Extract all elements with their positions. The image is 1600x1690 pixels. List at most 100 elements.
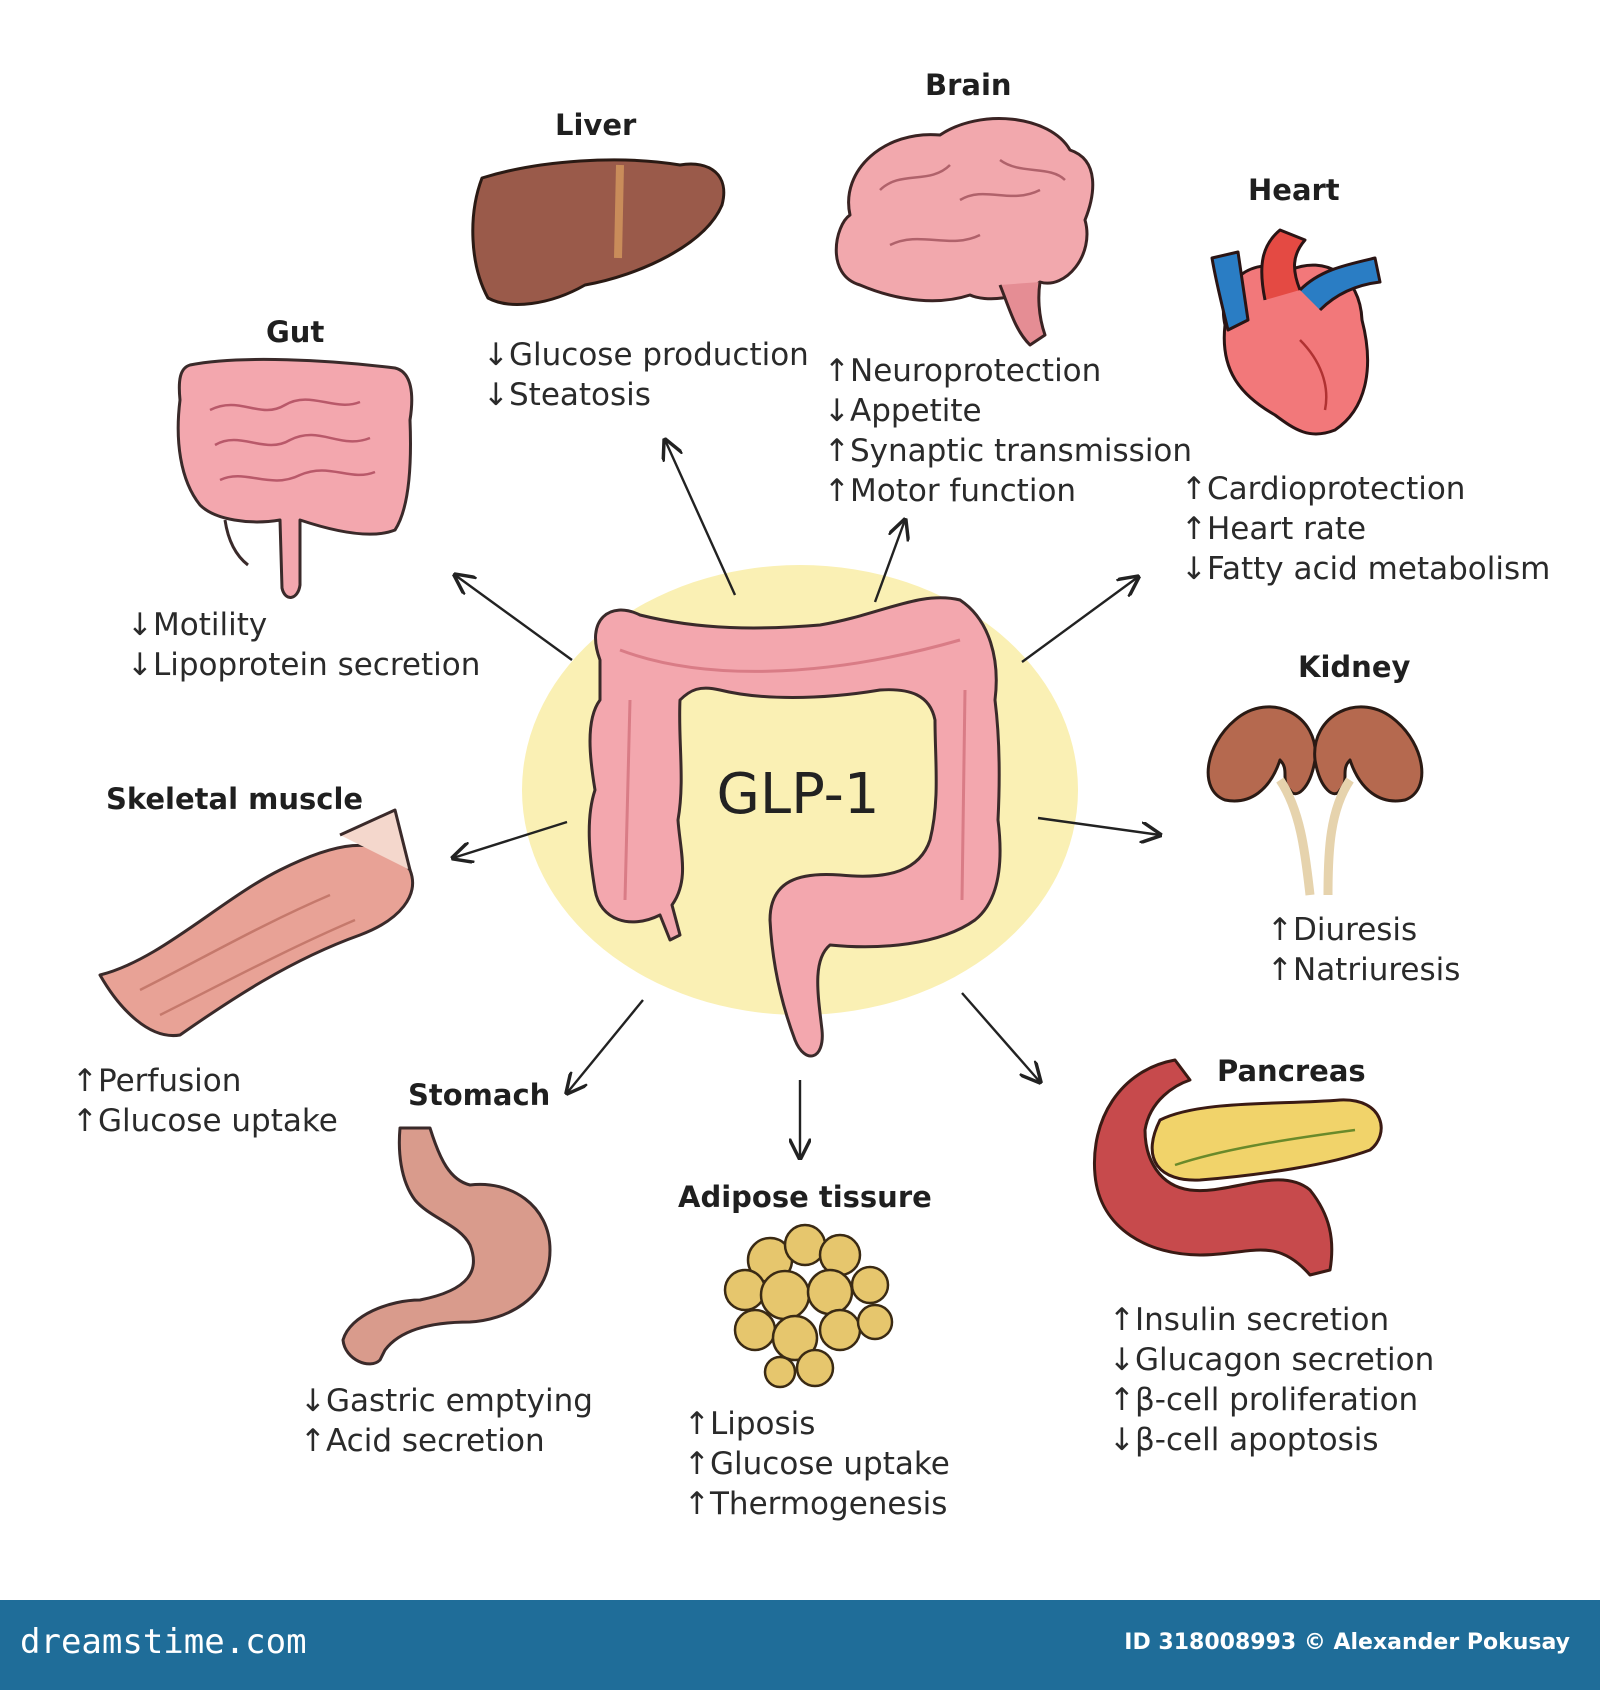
effect-text: Perfusion	[98, 1063, 242, 1099]
effect-direction-icon: ↓	[483, 377, 509, 413]
effect-direction-icon: ↑	[1109, 1302, 1135, 1338]
effect-text: Insulin secretion	[1135, 1302, 1390, 1338]
arrow-to-brain	[873, 520, 905, 603]
effect-text: Motor function	[850, 473, 1077, 509]
effect-text: Thermogenesis	[710, 1486, 948, 1522]
gut-icon	[176, 357, 414, 599]
effect-direction-icon: ↑	[1267, 912, 1293, 948]
effect-direction-icon: ↑	[824, 353, 850, 389]
brain-effects: ↑Neuroprotection ↓Appetite ↑Synaptic tra…	[824, 351, 1192, 511]
brain-label: Brain	[925, 68, 1012, 102]
liver-label: Liver	[555, 108, 637, 142]
gut-effects: ↓Motility ↓Lipoprotein secretion	[127, 605, 480, 685]
effect-text: Liposis	[710, 1406, 816, 1442]
effect-direction-icon: ↓	[1181, 551, 1207, 587]
effect-text: Appetite	[850, 393, 982, 429]
effect-row: ↑Glucose uptake	[72, 1101, 338, 1141]
stomach-effects: ↓Gastric emptying ↑Acid secretion	[300, 1381, 593, 1461]
effect-direction-icon: ↓	[127, 647, 153, 683]
effect-row: ↓Lipoprotein secretion	[127, 645, 480, 685]
effect-row: ↓Gastric emptying	[300, 1381, 593, 1421]
arrow-to-gut	[455, 575, 573, 661]
effect-text: Synaptic transmission	[850, 433, 1193, 469]
effect-direction-icon: ↑	[1109, 1382, 1135, 1418]
effect-direction-icon: ↓	[824, 393, 850, 429]
muscle-effects: ↑Perfusion ↑Glucose uptake	[72, 1061, 338, 1141]
gut-label: Gut	[266, 315, 325, 349]
effect-row: ↑Synaptic transmission	[824, 431, 1192, 471]
effect-text: Fatty acid metabolism	[1207, 551, 1551, 587]
effect-row: ↑Neuroprotection	[824, 351, 1192, 391]
effect-direction-icon: ↑	[684, 1446, 710, 1482]
arrow-to-heart	[1021, 577, 1138, 663]
effect-row: ↑Natriuresis	[1267, 950, 1460, 990]
brain-icon	[834, 117, 1095, 347]
effect-text: Cardioprotection	[1207, 471, 1466, 507]
effect-direction-icon: ↑	[824, 473, 850, 509]
arrow-to-stomach	[567, 999, 644, 1093]
effect-text: Gastric emptying	[326, 1383, 593, 1419]
kidney-label: Kidney	[1298, 650, 1411, 684]
brand-watermark[interactable]: dreamstime.com	[20, 1622, 307, 1662]
arrow-to-muscle	[453, 820, 568, 858]
effect-text: β-cell apoptosis	[1135, 1422, 1379, 1458]
effect-row: ↑Liposis	[684, 1404, 950, 1444]
effect-row: ↑Motor function	[824, 471, 1192, 511]
effect-direction-icon: ↓	[483, 337, 509, 373]
effect-row: ↑Diuresis	[1267, 910, 1460, 950]
effect-direction-icon: ↑	[684, 1406, 710, 1442]
adipose-label: Adipose tissure	[678, 1180, 932, 1214]
effect-text: Diuresis	[1293, 912, 1418, 948]
arrow-to-pancreas	[961, 992, 1040, 1082]
heart-effects: ↑Cardioprotection ↑Heart rate ↓Fatty aci…	[1181, 469, 1550, 589]
effect-text: β-cell proliferation	[1135, 1382, 1419, 1418]
colon-icon	[587, 596, 1002, 1058]
stomach-icon	[341, 1126, 552, 1366]
effect-row: ↓Glucagon secretion	[1109, 1340, 1434, 1380]
effect-row: ↓β-cell apoptosis	[1109, 1420, 1434, 1460]
effect-text: Lipoprotein secretion	[153, 647, 481, 683]
liver-icon	[471, 158, 726, 306]
image-credit: ID 318008993 © Alexander Pokusay	[1124, 1630, 1570, 1655]
effect-text: Glucagon secretion	[1135, 1342, 1435, 1378]
heart-label: Heart	[1248, 173, 1340, 207]
effect-direction-icon: ↑	[72, 1063, 98, 1099]
pancreas-effects: ↑Insulin secretion ↓Glucagon secretion ↑…	[1109, 1300, 1434, 1460]
effect-row: ↑Glucose uptake	[684, 1444, 950, 1484]
effect-row: ↓Motility	[127, 605, 480, 645]
effect-direction-icon: ↑	[824, 433, 850, 469]
arrow-to-liver	[665, 440, 737, 596]
effect-row: ↑Thermogenesis	[684, 1484, 950, 1524]
adipose-icon	[723, 1223, 894, 1389]
effect-row: ↑Insulin secretion	[1109, 1300, 1434, 1340]
effect-row: ↑Cardioprotection	[1181, 469, 1550, 509]
effect-direction-icon: ↑	[72, 1103, 98, 1139]
pancreas-icon	[1092, 1058, 1383, 1277]
effect-text: Neuroprotection	[850, 353, 1102, 389]
stomach-label: Stomach	[408, 1078, 551, 1112]
effect-row: ↑Acid secretion	[300, 1421, 593, 1461]
footer-bar: dreamstime.com ID 318008993 © Alexander …	[0, 1600, 1600, 1690]
effect-text: Motility	[153, 607, 268, 643]
liver-effects: ↓Glucose production ↓Steatosis	[483, 335, 809, 415]
muscle-label: Skeletal muscle	[106, 782, 364, 816]
glp1-title: GLP-1	[716, 762, 880, 827]
glp1-diagram	[98, 117, 1424, 1389]
effect-row: ↑Heart rate	[1181, 509, 1550, 549]
effect-direction-icon: ↓	[127, 607, 153, 643]
effect-row: ↑β-cell proliferation	[1109, 1380, 1434, 1420]
effect-text: Heart rate	[1207, 511, 1367, 547]
effect-text: Glucose production	[509, 337, 809, 373]
effect-row: ↓Appetite	[824, 391, 1192, 431]
effect-text: Glucose uptake	[710, 1446, 950, 1482]
effect-row: ↓Glucose production	[483, 335, 809, 375]
kidney-icon	[1206, 705, 1424, 896]
effect-direction-icon: ↑	[1267, 952, 1293, 988]
kidney-effects: ↑Diuresis ↑Natriuresis	[1267, 910, 1460, 990]
effect-direction-icon: ↑	[1181, 511, 1207, 547]
effect-direction-icon: ↑	[300, 1423, 326, 1459]
effect-arrows	[453, 440, 1160, 1158]
effect-row: ↓Steatosis	[483, 375, 809, 415]
effect-text: Natriuresis	[1293, 952, 1461, 988]
effect-direction-icon: ↓	[1109, 1342, 1135, 1378]
